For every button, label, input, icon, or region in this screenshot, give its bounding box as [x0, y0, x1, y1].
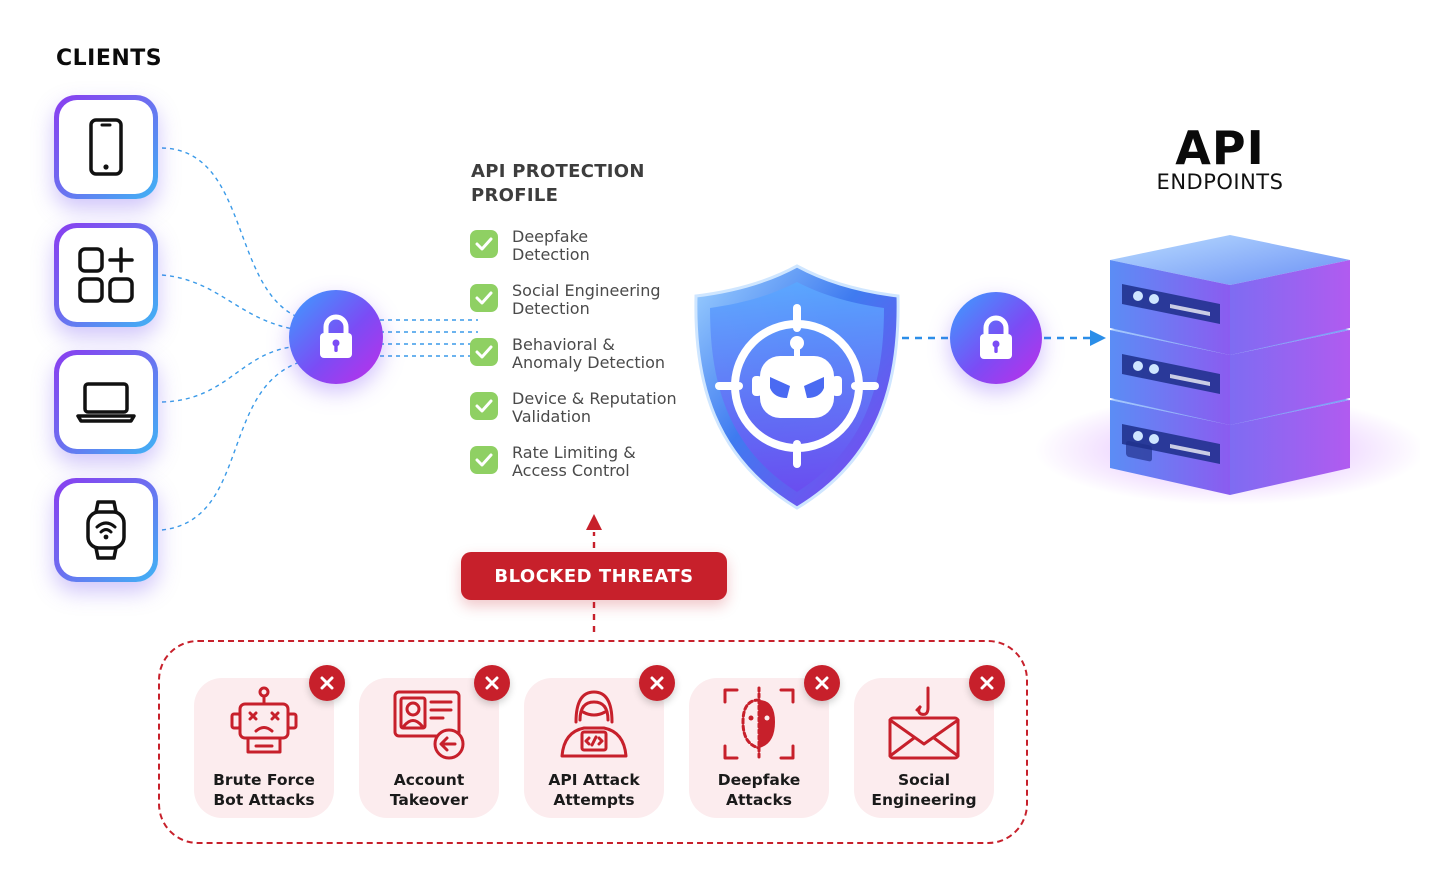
threat-label-line2: Bot Attacks: [213, 791, 315, 809]
blocked-x-icon: [804, 665, 840, 701]
profile-item-line2: Validation: [512, 407, 592, 426]
profile-title: API PROTECTION PROFILE: [471, 161, 645, 206]
profile-item-line2: Detection: [512, 299, 590, 318]
blocked-x-icon: [639, 665, 675, 701]
lock-icon: [980, 315, 1012, 359]
profile-item-line1: Behavioral &: [512, 335, 615, 354]
threat-label-line1: Brute Force: [213, 771, 315, 789]
threat-label-line1: Account: [393, 771, 465, 789]
blocked-x-icon: [309, 665, 345, 701]
server-stack-icon: [1035, 235, 1420, 505]
apps-grid-icon: [78, 247, 134, 303]
threat-label-line2: Attacks: [726, 791, 792, 809]
profile-item-behavioral: Behavioral &Anomaly Detection: [470, 336, 710, 384]
blocked-threats-badge: BLOCKED THREATS: [461, 552, 727, 600]
api-subtitle: ENDPOINTS: [1156, 170, 1284, 194]
profile-item-line2: Detection: [512, 245, 590, 264]
wire-laptop: [161, 345, 301, 403]
bot-shield-icon: [694, 264, 900, 510]
gateway-lock: [289, 290, 383, 384]
profile-item-rate-limiting: Rate Limiting &Access Control: [470, 444, 710, 492]
wire-apps: [161, 274, 301, 331]
smartwatch-icon: [86, 500, 126, 560]
dead-robot-icon: [230, 686, 298, 754]
profile-item-line1: Rate Limiting &: [512, 443, 636, 462]
profile-item-line2: Anomaly Detection: [512, 353, 665, 372]
wire-phone: [161, 147, 301, 319]
profile-item-line2: Access Control: [512, 461, 630, 480]
threat-label-line1: Social: [897, 771, 951, 789]
check-icon: [470, 284, 498, 312]
threat-label-line1: API Attack: [548, 771, 640, 789]
client-watch: [54, 478, 158, 582]
laptop-icon: [76, 382, 136, 423]
wire-watch: [161, 361, 301, 531]
face-scan-icon: [723, 686, 795, 762]
arrow-to-server: [1090, 330, 1106, 346]
threat-label-line2: Attempts: [553, 791, 635, 809]
check-icon: [470, 392, 498, 420]
profile-item-line1: Social Engineering: [512, 281, 661, 300]
blocked-x-icon: [474, 665, 510, 701]
check-icon: [470, 230, 498, 258]
hacker-code-icon: [560, 690, 628, 758]
client-laptop: [54, 350, 158, 454]
threat-label-line1: Deepfake: [717, 771, 801, 789]
client-apps: [54, 223, 158, 327]
check-icon: [470, 338, 498, 366]
smartphone-icon: [89, 118, 123, 176]
threat-label-line2: Engineering: [871, 791, 977, 809]
blocked-x-icon: [969, 665, 1005, 701]
phishing-mail-icon: [888, 686, 960, 760]
clients-title: CLIENTS: [56, 46, 163, 71]
id-card-takeover-icon: [393, 690, 465, 760]
lock-icon: [320, 314, 352, 358]
client-phone: [54, 95, 158, 199]
endpoint-lock: [950, 292, 1042, 384]
profile-item-line1: Deepfake: [512, 227, 589, 246]
arrow-up-red: [586, 514, 602, 530]
profile-item-line1: Device & Reputation: [512, 389, 677, 408]
threat-label-line2: Takeover: [389, 791, 469, 809]
check-icon: [470, 446, 498, 474]
api-title: API: [1175, 121, 1265, 175]
blocked-threats-container: [158, 640, 1028, 844]
